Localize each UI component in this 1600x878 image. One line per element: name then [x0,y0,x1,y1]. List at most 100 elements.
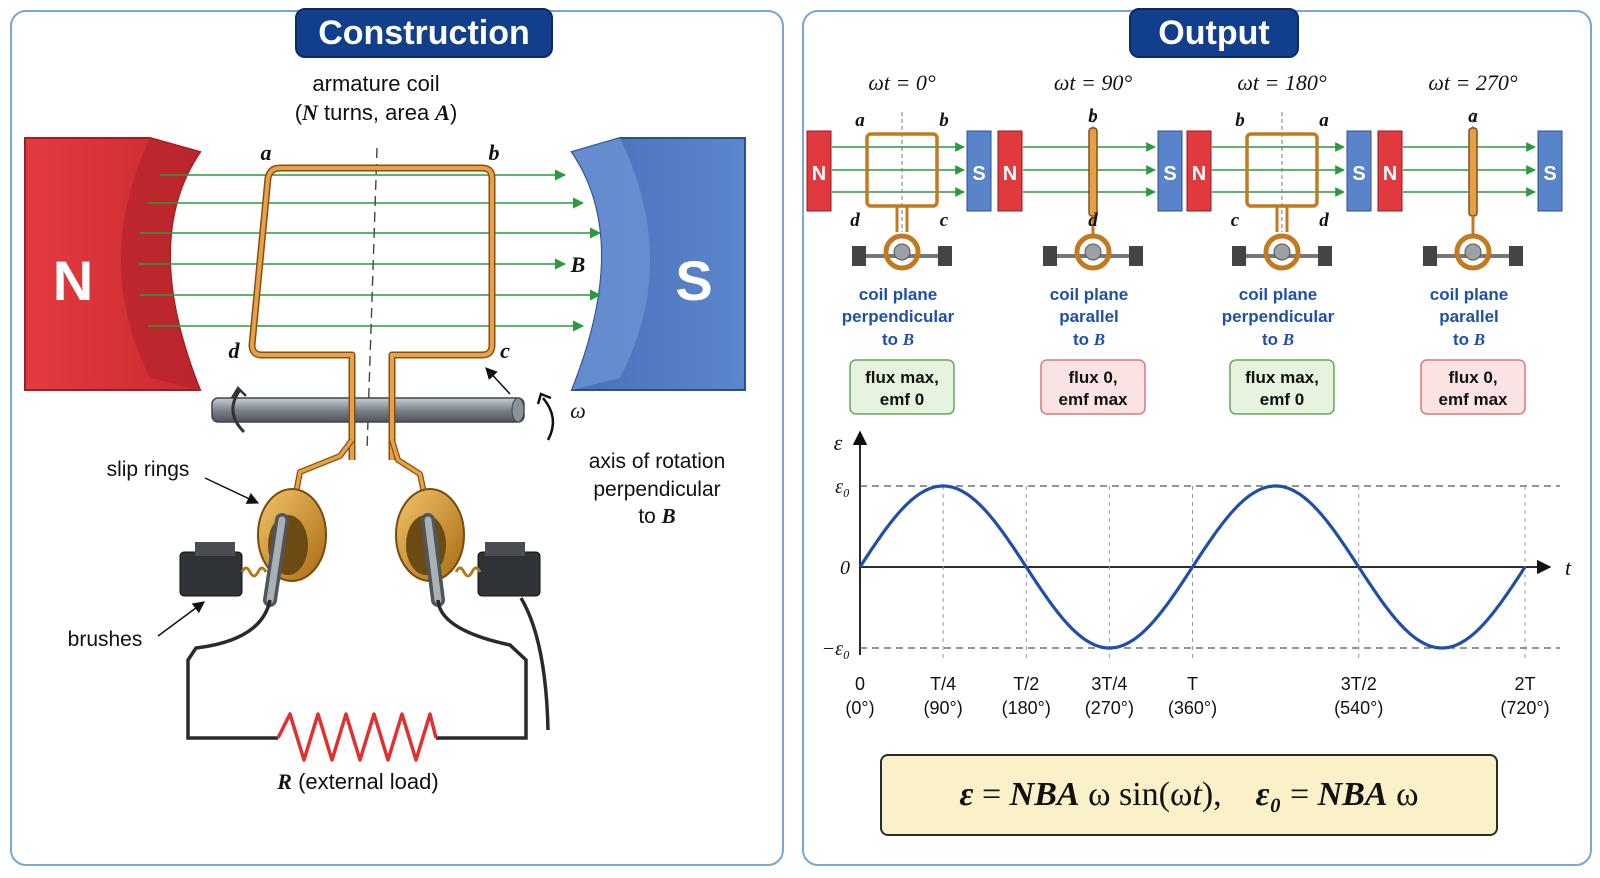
state-north-magnet [997,130,1023,212]
state-south-label: S [972,163,985,185]
brushes-pointer [157,601,205,637]
omega-label: ω [570,398,586,423]
state-status-line2: emf 0 [880,390,924,409]
graph-x-tick-top: T/4 [930,674,956,694]
state-south-label: S [1352,163,1365,185]
graph-y-label: ε [834,430,843,455]
state-status-line2: emf max [1439,390,1509,409]
brushes-label: brushes [68,628,143,651]
state-south-magnet [966,130,992,212]
state-south-label: S [1543,163,1556,185]
state-status-line1: flux max, [1245,368,1319,387]
axis-label-line3: to B [638,504,675,528]
axis-label-line1: axis of rotation [589,450,726,473]
emf-curve [858,484,1527,650]
field-lines [138,169,602,332]
graph-x-tick-top: 0 [855,674,865,694]
state-north-label: N [1383,163,1397,185]
state-south-label: S [1163,163,1176,185]
state-mini-brush [1043,246,1057,266]
state-desc-line2: perpendicular [842,307,955,326]
state-mini-ring-core [1464,243,1482,261]
corner-b-label: b [489,140,500,165]
state-desc-line1: coil plane [1050,285,1128,304]
construction-title: Construction [295,8,553,58]
state-south-magnet [1157,130,1183,212]
state-coil-edge [1468,127,1478,217]
graph-x-tick-bottom: (270°) [1085,698,1134,718]
state-north-magnet [806,130,832,212]
graph-x-tick-top: 3T/2 [1341,674,1377,694]
state-mini-brush [938,246,952,266]
graph-y-tick: ε₀ [835,476,850,498]
axis-label-line2: perpendicular [593,478,720,501]
state-south-magnet [1346,130,1372,212]
graph-x-tick-top: 3T/4 [1091,674,1127,694]
external-circuit-wires [186,597,550,740]
state-north-magnet [1186,130,1212,212]
south-magnet: S [570,137,746,391]
state-angle-label: ωt = 270° [1428,70,1517,95]
state-south-magnet [1537,130,1563,212]
brush-right [454,542,541,597]
state-corner-label: c [1231,210,1240,231]
state-status-line1: flux max, [865,368,939,387]
output-title: Output [1129,8,1299,58]
graph-y-tick: −ε₀ [822,638,850,660]
state-north-label: N [1192,163,1206,185]
state-angle-label: ωt = 0° [868,70,935,95]
load-resistor [276,712,438,762]
state-desc-line2: parallel [1439,307,1499,326]
state-north-label: N [1003,163,1017,185]
state-coil-face [1245,132,1319,208]
south-label: S [675,249,712,312]
ring-rods [263,513,445,607]
state-mini-ring [1074,233,1112,271]
state-desc-line3: to B [1453,330,1485,349]
state-angle-label: ωt = 180° [1237,70,1326,95]
state-mini-ring-core [893,243,911,261]
state-mini-brush [1129,246,1143,266]
state-corner-label: a [855,110,865,131]
state-mini-brush [1509,246,1523,266]
armature-coil [248,164,496,499]
state-coil-leads [895,206,909,232]
state-mini-brush [1423,246,1437,266]
coil-label-line1: armature coil [312,71,439,96]
state-mini-ring-core [1084,243,1102,261]
state-mini-ring [1263,233,1301,271]
state-corner-label: d [1319,210,1329,231]
state-coil-edge [1088,127,1098,217]
omega-rotation-arrow [536,392,555,441]
state-corner-label: b [1088,106,1098,127]
emf-formula-box: ε = NBA ω sin(ωt), ε₀ = NBA ω [880,754,1498,836]
state-corner-label: c [940,210,949,231]
state-angle-label: ωt = 90° [1054,70,1132,95]
state-corner-label: d [850,210,860,231]
state-status-line1: flux 0, [1448,368,1497,387]
state-north-magnet [1377,130,1403,212]
graph-x-label: t [1565,555,1572,580]
corner-d-label: d [229,338,241,363]
graph-x-tick-top: T/2 [1013,674,1039,694]
graph-y-tick: 0 [840,557,850,579]
state-status-box [849,359,955,415]
corner-c-label: c [500,338,510,363]
formula-text: ε = NBA ω sin(ωt), ε₀ = NBA ω [959,776,1419,813]
coil-label-line2: (N turns, area A) [295,100,458,125]
shaft [211,385,525,434]
graph-x-tick-bottom: (360°) [1168,698,1217,718]
state-status-box [1040,359,1146,415]
graph-x-tick-top: T [1187,674,1198,694]
state-mini-ring-core [1273,243,1291,261]
state-mini-ring [1454,233,1492,271]
north-label: N [53,249,93,312]
brush-left [179,542,268,597]
state-desc-line2: parallel [1059,307,1119,326]
state-mini-brush [852,246,866,266]
state-coil-leads [1275,206,1289,232]
